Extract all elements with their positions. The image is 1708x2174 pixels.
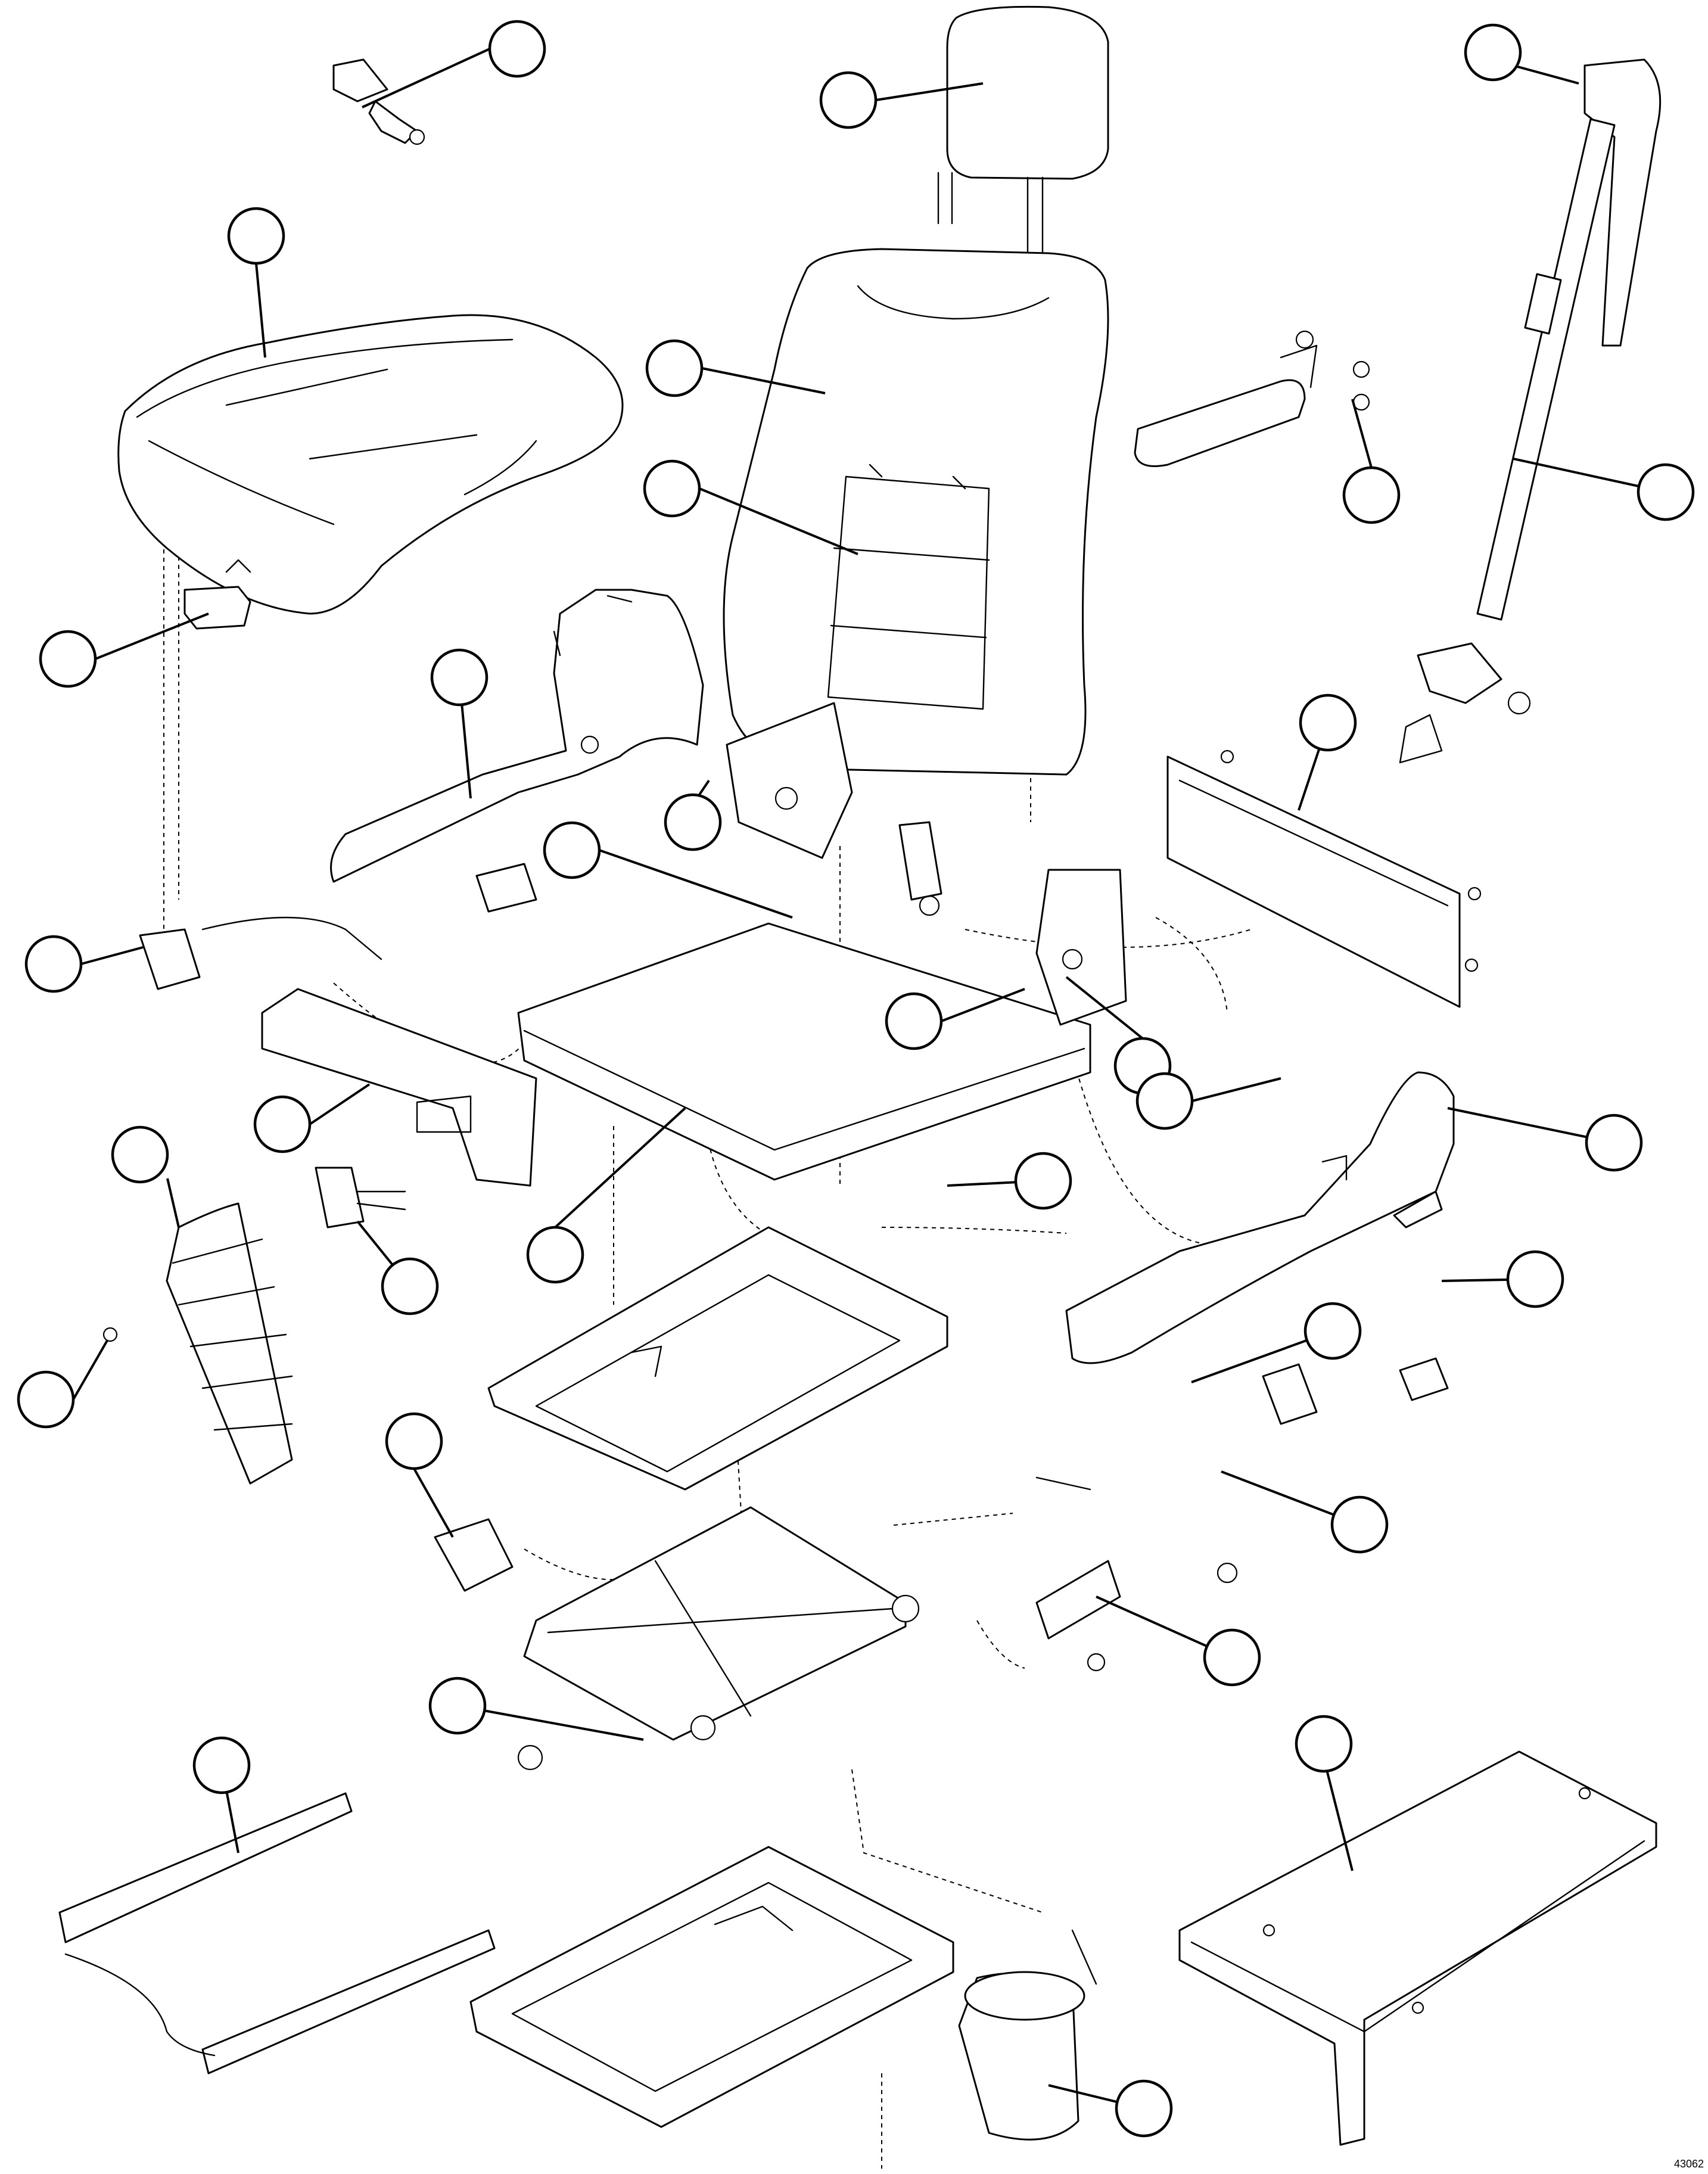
callout-circle: [1303, 1302, 1362, 1360]
mounting-plate: [1178, 1750, 1657, 2146]
scissor-mechanism: [517, 1506, 920, 1771]
shock-absorber: [1035, 1476, 1238, 1672]
callout-circle: [39, 630, 97, 688]
callout-circle: [1506, 1250, 1564, 1308]
callout-circle: [526, 1226, 584, 1284]
callout-circle: [253, 1095, 312, 1153]
callout-circle: [1342, 466, 1401, 524]
cushion-bracket: [183, 559, 251, 630]
callout-circle: [645, 339, 704, 397]
callout-circle: [1464, 23, 1522, 82]
small-parts: [434, 863, 1449, 1592]
callout-circle: [819, 71, 878, 129]
callout-circle: [885, 992, 943, 1050]
right-side-shield: [1065, 1071, 1455, 1364]
callout-circle: [1585, 1114, 1643, 1172]
bellows-cover: [102, 1202, 293, 1485]
callout-circle: [1203, 1628, 1261, 1687]
callout-circle: [1135, 1072, 1194, 1130]
armrest: [1134, 330, 1370, 467]
seatbelt-assembly: [1399, 58, 1662, 764]
callouts: [17, 20, 1695, 2138]
callout-circle: [17, 1370, 75, 1429]
callout-circle: [543, 821, 601, 879]
callout-circle: [430, 648, 489, 707]
lever-handle: [261, 988, 537, 1187]
callout-circle: [643, 459, 701, 518]
callout-circle: [24, 935, 83, 993]
headrest: [937, 5, 1109, 275]
callout-circle: [227, 207, 285, 265]
callout-circle: [1115, 2079, 1173, 2138]
callout-circle: [1637, 463, 1695, 521]
callout-circle: [1295, 1715, 1353, 1773]
seat-frame: [517, 702, 1127, 1181]
slide-rails: [58, 1792, 496, 2075]
control-switch: [139, 916, 406, 1228]
callout-circle: [664, 793, 722, 851]
seat-cushion: [117, 314, 624, 615]
callout-circle: [385, 1412, 443, 1470]
callout-circle: [1299, 693, 1357, 752]
callout-circle: [111, 1125, 169, 1184]
callout-circle: [1330, 1495, 1389, 1554]
callout-circle: [488, 20, 546, 78]
upper-suspension-frame: [487, 1226, 948, 1491]
figure-reference-number: 43062: [1674, 2158, 1704, 2170]
left-side-shield: [330, 589, 704, 883]
rear-panel: [1166, 749, 1482, 1008]
lower-base-frame: [469, 1846, 954, 2128]
callout-circle: [381, 1257, 439, 1315]
seatbelt-buckle: [332, 58, 425, 145]
callout-circle: [1014, 1152, 1072, 1210]
callout-circle: [428, 1677, 487, 1735]
air-spring: [958, 1929, 1097, 2141]
backrest: [723, 248, 1109, 776]
callout-circle: [192, 1736, 251, 1794]
